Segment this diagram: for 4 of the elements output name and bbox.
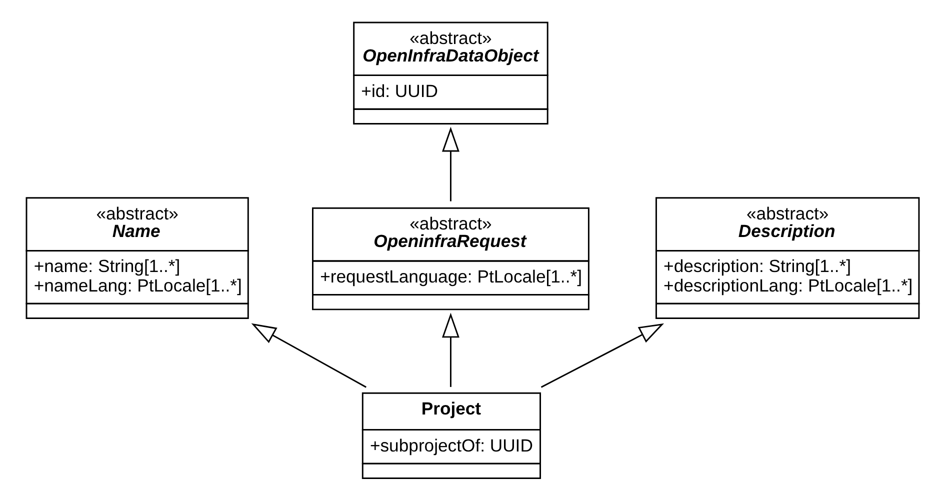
arrow	[442, 126, 460, 202]
arrow	[540, 323, 664, 388]
arrow	[251, 323, 366, 388]
arrow	[442, 312, 460, 387]
